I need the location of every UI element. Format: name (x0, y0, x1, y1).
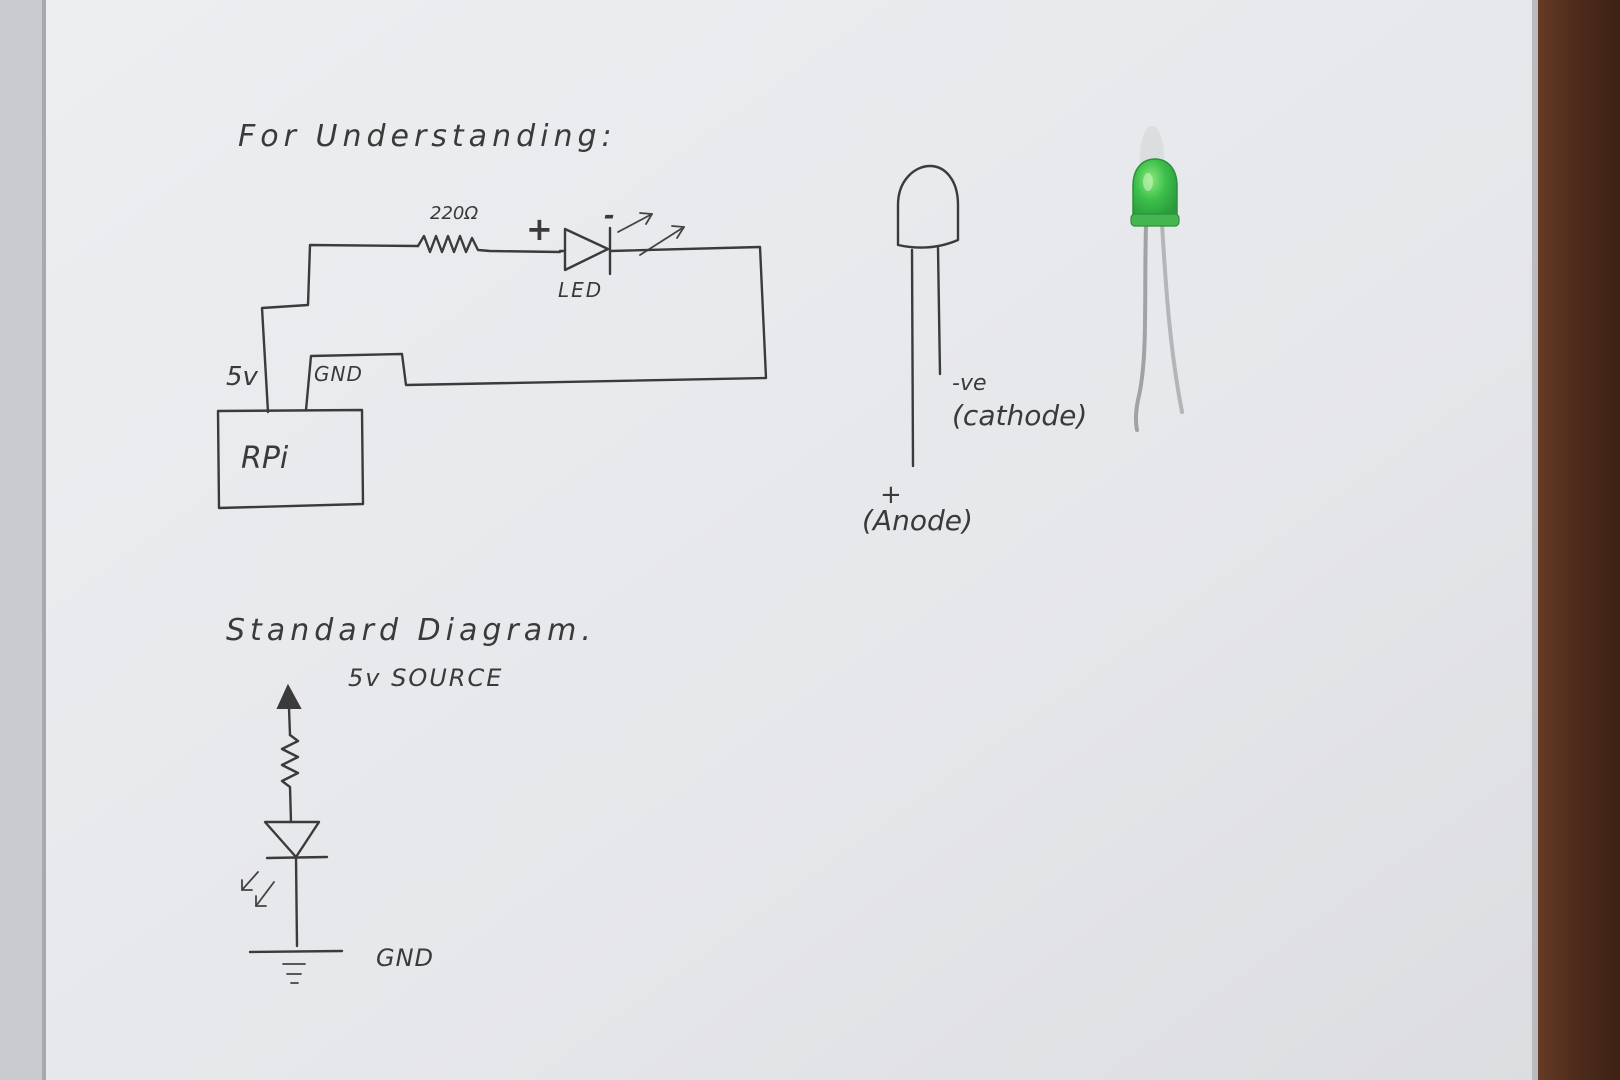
source-5v-label: 5v (226, 362, 259, 392)
led-leg-long (1134, 222, 1148, 432)
plus-label: + (526, 210, 553, 248)
wire-return (304, 245, 768, 412)
led-lens (1132, 158, 1178, 219)
gnd-label: GND (314, 362, 363, 386)
anode-plus: + (880, 480, 902, 510)
standard-gnd-label: GND (376, 944, 434, 972)
heading-understanding: For Understanding: (238, 119, 617, 154)
rpi-board: RPi (216, 408, 365, 510)
cathode-label-2: (cathode) (952, 399, 1087, 432)
led-pinout-drawing (896, 164, 960, 468)
cathode-lead (936, 246, 942, 376)
paper-sheet (46, 0, 1536, 1080)
standard-resistor (280, 733, 300, 824)
led-label: LED (558, 278, 603, 302)
desk-surface (1530, 0, 1620, 1080)
page-left-edge (0, 0, 46, 1080)
wire-5v (260, 243, 420, 414)
resistor-label: 220Ω (430, 203, 478, 224)
rpi-label: RPi (241, 441, 289, 476)
source-5v-text: 5v SOURCE (348, 664, 503, 692)
standard-circuit (241, 683, 344, 984)
led-symbol (563, 227, 610, 272)
anode-lead (910, 248, 915, 468)
ground-symbol (248, 949, 344, 984)
led-flange (1130, 213, 1180, 227)
led-body-outline (896, 164, 960, 249)
resistor-symbol (416, 234, 562, 254)
cathode-label-1: -ve (952, 371, 987, 396)
led-leg-short (1160, 222, 1184, 414)
standard-light-arrows (241, 871, 275, 907)
heading-standard: Standard Diagram. (226, 613, 596, 648)
anode-label: (Anode) (862, 504, 973, 537)
minus-label: - (604, 201, 615, 231)
green-led-component (1130, 126, 1184, 432)
standard-led-symbol (263, 820, 321, 859)
understanding-circuit (260, 212, 768, 414)
